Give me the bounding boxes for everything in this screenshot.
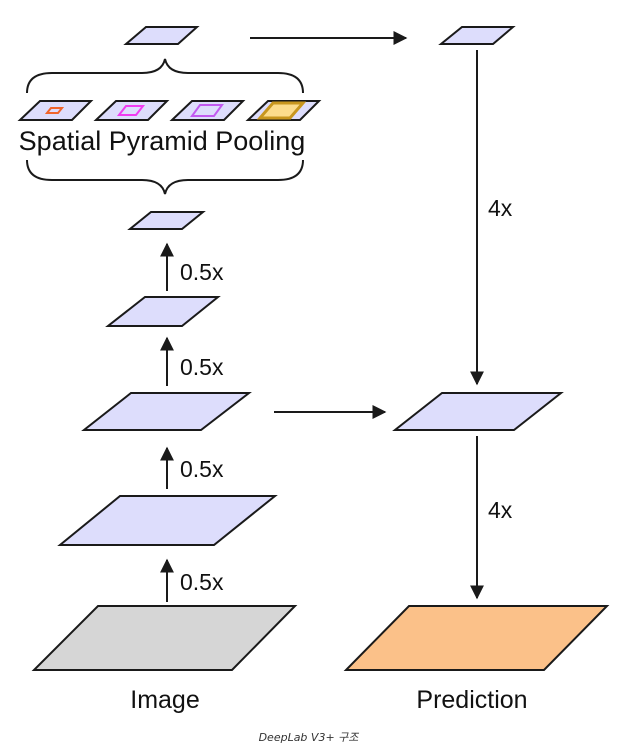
- encoder-output-feature: [438, 26, 516, 45]
- feature-map-1-16: [127, 211, 206, 230]
- scale-label-4: 0.5x: [180, 259, 224, 285]
- spp-pool-map-3: [169, 100, 246, 121]
- scale-label-3: 0.5x: [180, 354, 224, 380]
- spp-pool-map-2: [93, 100, 170, 121]
- scale-label-2: 0.5x: [180, 456, 224, 482]
- feature-map-1-2: [57, 495, 278, 546]
- spp-pool-region-2: [116, 105, 146, 116]
- aspp-output-feature: [123, 26, 200, 45]
- spp-pool-map-1: [17, 100, 94, 121]
- feature-map-1-8: [105, 296, 221, 327]
- spp-label: Spatial Pyramid Pooling: [19, 126, 306, 156]
- prediction-plane: [343, 605, 610, 671]
- feature-map-1-4: [81, 392, 252, 431]
- spp-pool-region-4: [256, 101, 307, 120]
- input-image-plane: [31, 605, 298, 671]
- decoder-feature-map: [392, 392, 564, 431]
- scale-label-1: 0.5x: [180, 569, 224, 595]
- spp-pool-region-1: [44, 107, 65, 114]
- figure-caption: DeepLab V3+ 구조: [258, 731, 359, 744]
- spp-upper-brace: [26, 58, 304, 94]
- spp-pool-region-3: [190, 104, 224, 117]
- prediction-label: Prediction: [416, 686, 527, 714]
- spp-lower-brace: [26, 159, 304, 195]
- image-label: Image: [130, 686, 199, 714]
- upsample-label-1: 4x: [488, 195, 513, 221]
- upsample-label-2: 4x: [488, 497, 513, 523]
